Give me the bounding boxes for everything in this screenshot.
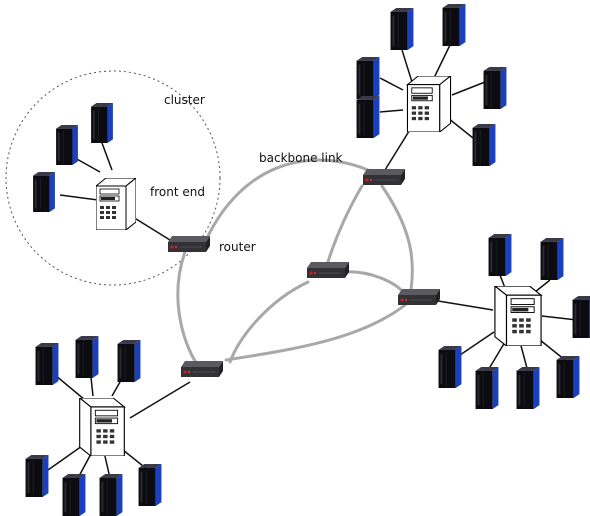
host-link <box>499 274 506 289</box>
compute-node-icon <box>556 356 580 398</box>
host-link <box>47 445 83 471</box>
cluster-boundary <box>5 70 221 286</box>
router-icon <box>167 236 210 253</box>
host-link <box>534 279 551 293</box>
compute-node-icon <box>488 234 512 276</box>
compute-node-icon <box>472 124 496 166</box>
compute-node-icon <box>75 336 99 378</box>
compute-node-icon <box>117 340 141 382</box>
compute-node-icon <box>32 172 56 212</box>
backbone-link-router4-router5 <box>224 303 407 362</box>
host-link <box>541 315 578 321</box>
backbone-link-router3-router5 <box>228 280 310 364</box>
router-icon <box>362 169 405 186</box>
host-link <box>101 142 113 171</box>
host-link <box>459 331 495 356</box>
compute-node-icon <box>356 96 380 138</box>
compute-node-icon <box>438 346 462 388</box>
router-icon <box>306 262 349 279</box>
compute-node-icon <box>99 474 123 516</box>
host-link <box>103 451 111 479</box>
backbone-link-router1-router5 <box>176 250 202 370</box>
compute-node-icon <box>35 343 59 385</box>
backbone-link-label: backbone link <box>259 151 343 165</box>
backbone-links <box>176 158 414 370</box>
cluster-label: cluster <box>164 93 205 107</box>
compute-node-icon <box>25 455 49 497</box>
host-link <box>54 374 86 401</box>
router-label: router <box>219 240 256 254</box>
host-link <box>401 49 413 83</box>
host-link <box>431 299 494 311</box>
host-link <box>451 81 486 96</box>
compute-node-icon <box>62 474 86 516</box>
host-link <box>77 451 93 479</box>
compute-node-icon <box>356 57 380 99</box>
host-link <box>59 194 99 201</box>
host-link <box>129 381 191 419</box>
compute-node-icon <box>483 67 507 109</box>
compute-node-icon <box>516 367 540 409</box>
host-link <box>379 77 404 91</box>
compute-node-icon <box>540 238 564 280</box>
host-link <box>431 44 451 83</box>
compute-node-icon <box>572 296 590 338</box>
front-end-server-icon <box>406 76 452 132</box>
front-end-server-icon <box>494 286 542 346</box>
front-end-label: front end <box>150 185 205 199</box>
compute-node-icon <box>475 367 499 409</box>
compute-node-icon <box>442 4 466 46</box>
compute-node-icon <box>90 103 114 143</box>
front-end-server-icon <box>96 178 136 230</box>
backbone-link-router2-router3 <box>324 184 364 270</box>
backbone-link-router1-router2 <box>205 158 382 240</box>
host-link <box>379 109 404 113</box>
router-icon <box>397 289 440 306</box>
backbone-link-router3-router4 <box>340 270 407 296</box>
compute-node-icon <box>55 125 79 165</box>
host-link <box>74 157 101 173</box>
front-end-server-icon <box>79 398 125 456</box>
compute-node-icon <box>390 8 414 50</box>
host-link <box>384 127 412 171</box>
host-link <box>447 117 474 139</box>
compute-node-icon <box>138 464 162 506</box>
router-icon <box>180 361 223 378</box>
backbone-link-router2-router4 <box>380 184 414 292</box>
